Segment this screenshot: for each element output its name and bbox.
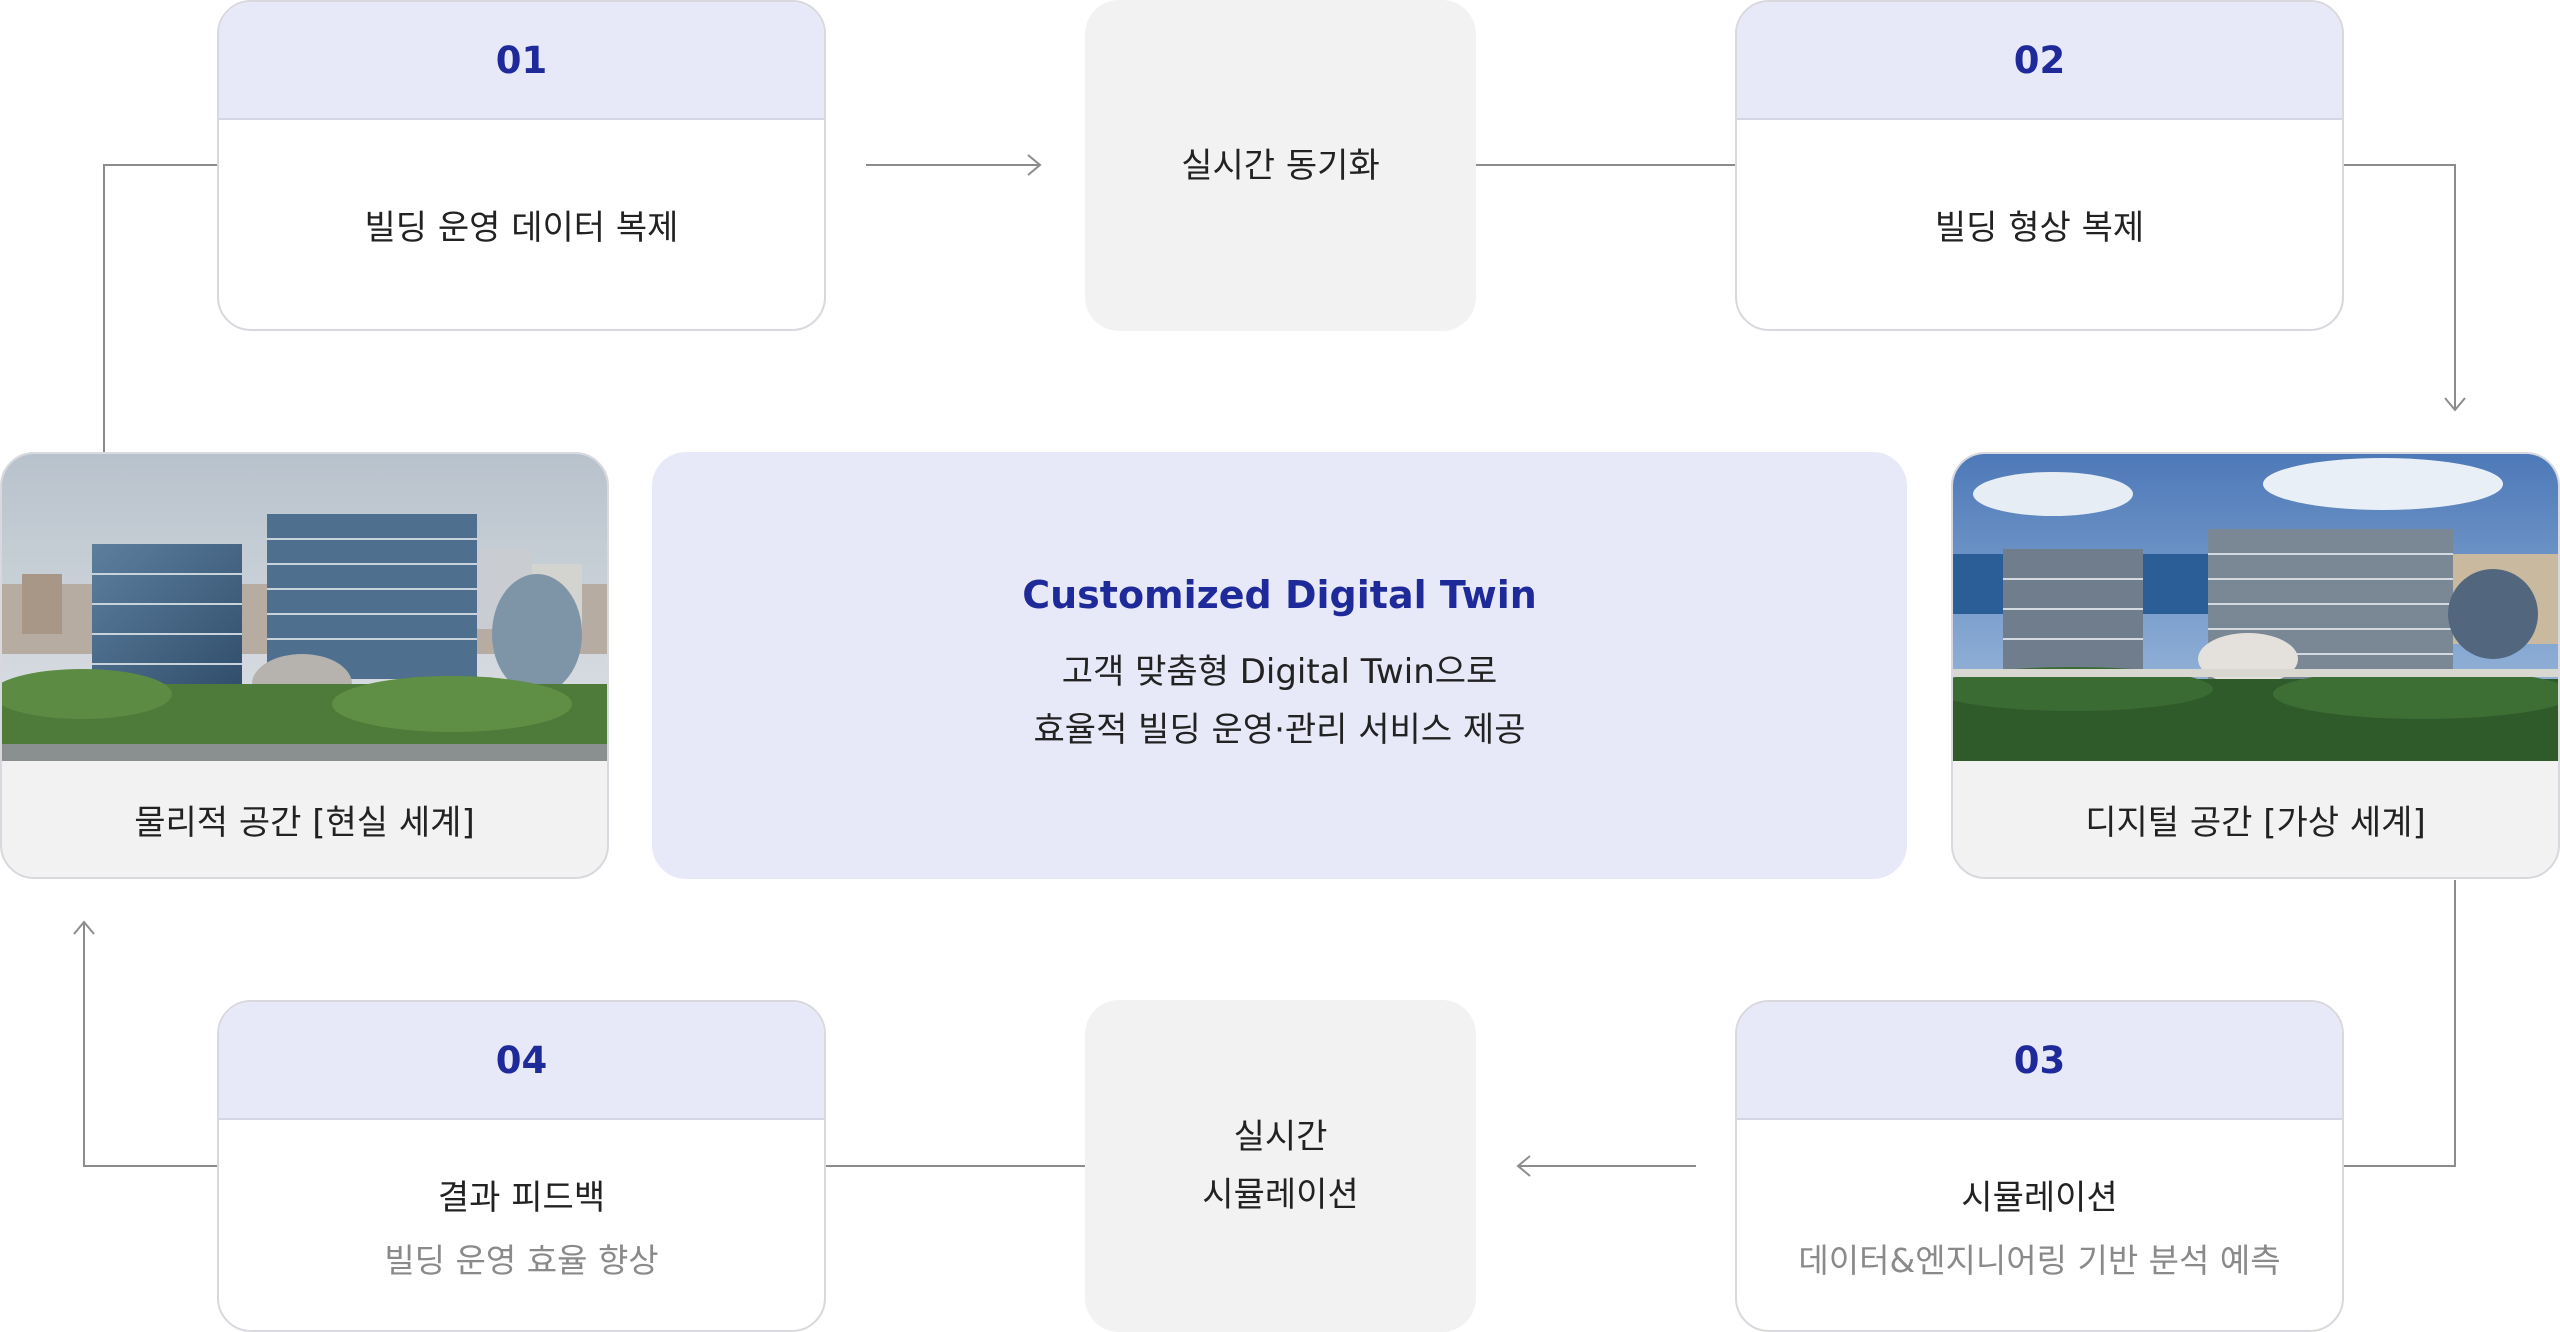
step-card-04: 04 결과 피드백 빌딩 운영 효율 향상 — [217, 1000, 826, 1332]
step-title-04: 결과 피드백 — [437, 1178, 606, 1218]
digital-twin-title: Customized Digital Twin — [1022, 572, 1537, 617]
step-number-03: 03 — [1737, 1002, 2342, 1120]
digital-space-card: 디지털 공간 [가상 세계] — [1951, 452, 2560, 879]
arrowhead-sim — [1516, 1155, 1531, 1177]
digital-twin-desc-line2: 효율적 빌딩 운영·관리 서비스 제공 — [1033, 709, 1526, 750]
digital-twin-desc-line1: 고객 맞춤형 Digital Twin으로 — [1061, 651, 1498, 692]
connector-02-to-digital — [2343, 164, 2456, 410]
step-title-03: 시뮬레이션 — [1961, 1178, 2118, 1218]
connector-physical-to-01 — [103, 164, 217, 452]
connector-digital-to-03 — [2343, 880, 2456, 1167]
step-subtitle-03: 데이터&엔지니어링 기반 분석 예측 — [1798, 1241, 2281, 1280]
digital-space-label: 디지털 공간 [가상 세계] — [2085, 802, 2426, 843]
step-number-01: 01 — [219, 2, 824, 120]
realtime-sync-box: 실시간 동기화 — [1085, 0, 1476, 331]
physical-space-label: 물리적 공간 [현실 세계] — [134, 802, 475, 843]
step-title-02: 빌딩 형상 복제 — [1934, 208, 2145, 248]
realtime-simulation-box: 실시간 시뮬레이션 — [1085, 1000, 1476, 1332]
arrowhead-sync — [1027, 154, 1042, 176]
step-card-03: 03 시뮬레이션 데이터&엔지니어링 기반 분석 예측 — [1735, 1000, 2344, 1332]
physical-space-card: 물리적 공간 [현실 세계] — [0, 452, 609, 879]
step-number-02: 02 — [1737, 2, 2342, 120]
realtime-simulation-line1: 실시간 — [1233, 1117, 1328, 1157]
arrowhead-digital — [2444, 397, 2466, 412]
connector-04-to-physical — [83, 922, 217, 1167]
digital-building-render — [1953, 454, 2558, 761]
step-number-04: 04 — [219, 1002, 824, 1120]
physical-building-photo — [2, 454, 607, 761]
step-subtitle-04: 빌딩 운영 효율 향상 — [384, 1241, 659, 1280]
realtime-simulation-line2: 시뮬레이션 — [1202, 1175, 1359, 1215]
step-card-02: 02 빌딩 형상 복제 — [1735, 0, 2344, 331]
digital-twin-summary: Customized Digital Twin 고객 맞춤형 Digital T… — [652, 452, 1907, 879]
realtime-sync-label: 실시간 동기화 — [1181, 145, 1380, 186]
arrowhead-physical — [73, 920, 95, 935]
step-title-01: 빌딩 운영 데이터 복제 — [364, 208, 679, 248]
step-card-01: 01 빌딩 운영 데이터 복제 — [217, 0, 826, 331]
